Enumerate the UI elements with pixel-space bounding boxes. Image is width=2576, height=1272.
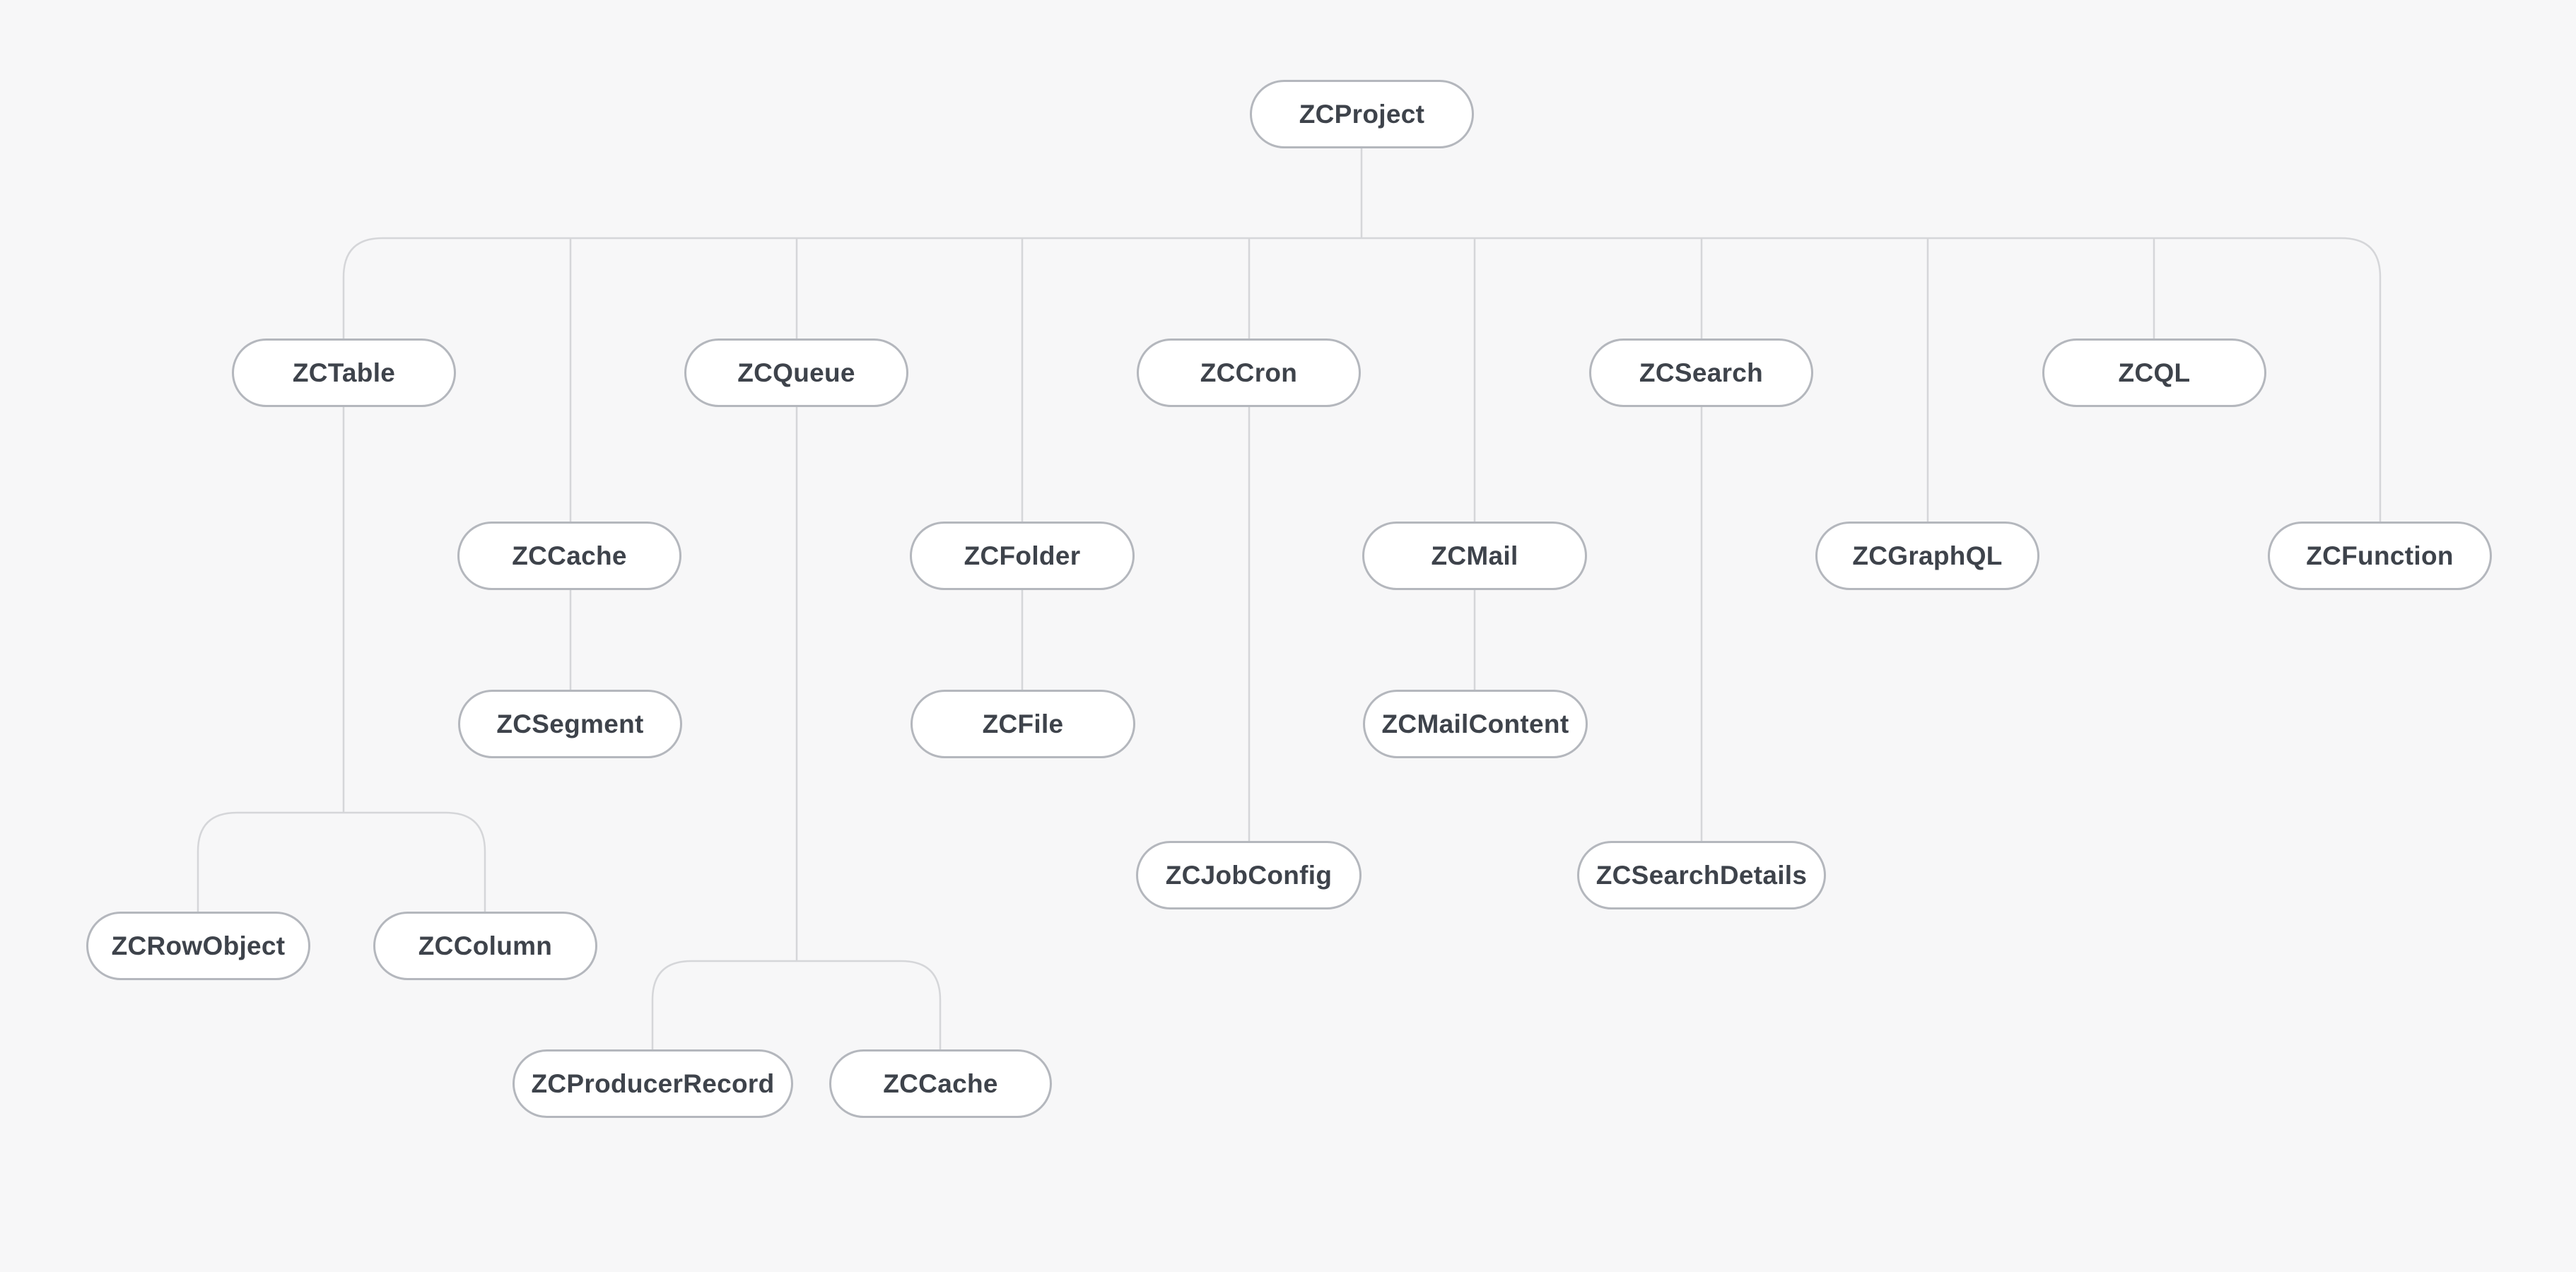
node-zcproject[interactable]: ZCProject	[1250, 80, 1474, 148]
node-zccron[interactable]: ZCCron	[1137, 338, 1361, 407]
node-zcjobconfig[interactable]: ZCJobConfig	[1136, 841, 1362, 909]
node-zcql[interactable]: ZCQL	[2042, 338, 2266, 407]
connector-main-bus	[342, 237, 2382, 278]
node-zcsearch[interactable]: ZCSearch	[1589, 338, 1813, 407]
node-zcfile[interactable]: ZCFile	[911, 690, 1135, 758]
node-zcsegment[interactable]: ZCSegment	[458, 690, 682, 758]
node-zcfunction[interactable]: ZCFunction	[2268, 522, 2492, 590]
node-zcmail[interactable]: ZCMail	[1362, 522, 1587, 590]
node-zccolumn[interactable]: ZCColumn	[373, 912, 597, 980]
node-zctable[interactable]: ZCTable	[232, 338, 456, 407]
node-zcrowobject[interactable]: ZCRowObject	[86, 912, 310, 980]
node-zcproducerrecord[interactable]: ZCProducerRecord	[513, 1049, 793, 1118]
node-zcqueue[interactable]: ZCQueue	[684, 338, 908, 407]
node-zcfolder[interactable]: ZCFolder	[910, 522, 1135, 590]
node-zcmailcontent[interactable]: ZCMailContent	[1363, 690, 1588, 758]
node-zccache[interactable]: ZCCache	[457, 522, 681, 590]
connector-zcqueue-subbus	[651, 960, 942, 1049]
node-zcsearchdetails[interactable]: ZCSearchDetails	[1577, 841, 1826, 909]
node-zccache-queue[interactable]: ZCCache	[829, 1049, 1052, 1118]
connector-zctable-subbus	[197, 811, 486, 912]
node-zcgraphql[interactable]: ZCGraphQL	[1815, 522, 2039, 590]
